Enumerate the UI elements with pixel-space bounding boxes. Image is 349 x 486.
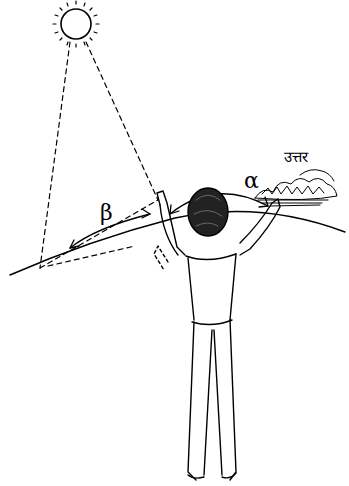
- sun: [53, 1, 99, 47]
- direction-label: उत्तर: [284, 150, 308, 165]
- person: [154, 188, 280, 480]
- sun-sight-lines: [40, 42, 158, 268]
- angle-label: α: [244, 170, 259, 192]
- angle-label: β: [100, 202, 113, 224]
- horizon: [10, 212, 345, 275]
- bushes: [255, 170, 337, 206]
